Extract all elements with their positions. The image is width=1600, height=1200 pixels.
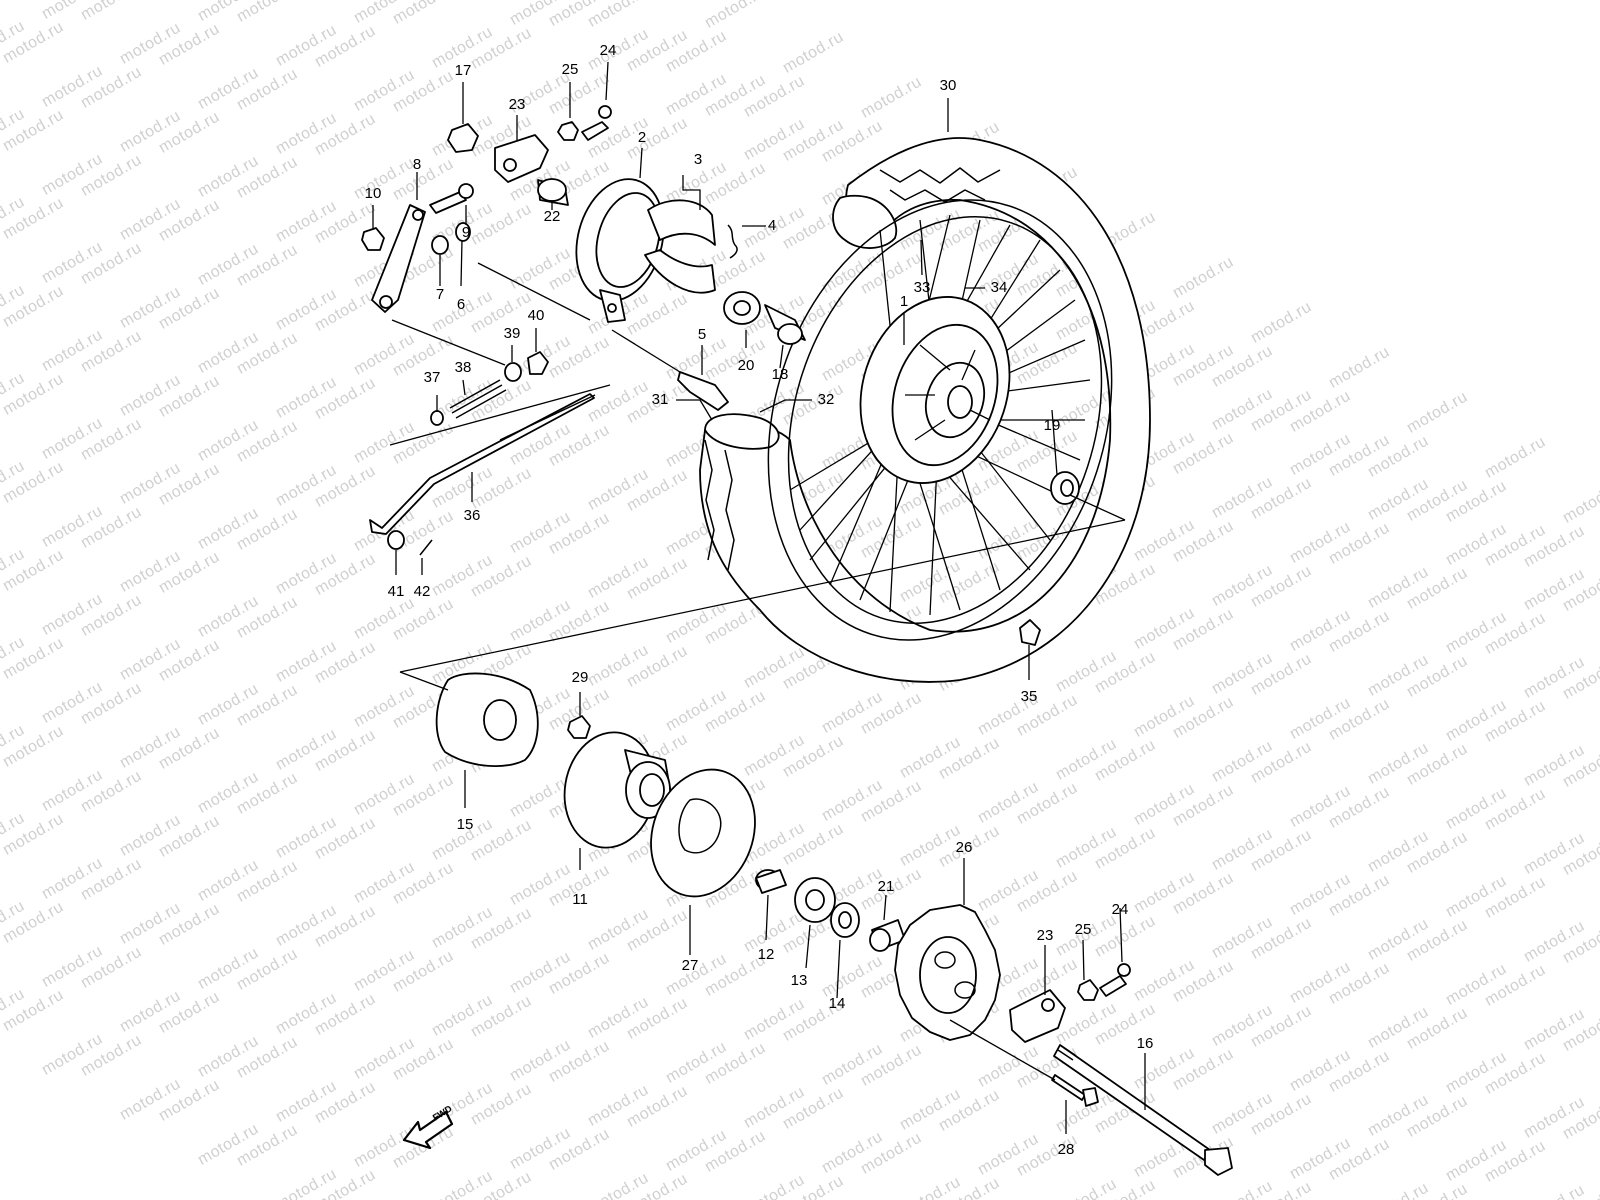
callout-39: 39 <box>503 325 521 342</box>
callout-30: 30 <box>939 77 957 94</box>
callout-18: 18 <box>771 366 789 383</box>
callout-37: 37 <box>423 369 441 386</box>
callout-31: 31 <box>651 391 669 408</box>
callout-5: 5 <box>697 326 707 343</box>
callout-2: 2 <box>637 129 647 146</box>
callout-33: 33 <box>913 279 931 296</box>
callout-14: 14 <box>828 995 846 1012</box>
callout-8: 8 <box>412 156 422 173</box>
callout-35: 35 <box>1020 688 1038 705</box>
callout-29: 29 <box>571 669 589 686</box>
callout-19: 19 <box>1043 417 1061 434</box>
callout-28: 28 <box>1057 1141 1075 1158</box>
callout-20: 20 <box>737 357 755 374</box>
callout-12: 12 <box>757 946 775 963</box>
callout-11: 11 <box>572 891 588 908</box>
callout-27: 27 <box>681 957 699 974</box>
callout-23-top: 23 <box>508 96 526 113</box>
callout-6: 6 <box>456 296 466 313</box>
callout-21: 21 <box>877 878 895 895</box>
callout-16: 16 <box>1136 1035 1154 1052</box>
brake-linkage <box>361 105 612 556</box>
callout-38: 38 <box>454 359 472 376</box>
rear-wheel-assembly <box>699 137 1151 683</box>
sprocket-assembly <box>435 672 1233 1176</box>
callout-36: 36 <box>463 507 481 524</box>
leader-lines <box>372 61 1146 1134</box>
callout-42: 42 <box>413 583 431 600</box>
fwd-arrow <box>402 1110 454 1150</box>
callout-25-top: 25 <box>561 61 579 78</box>
callout-15: 15 <box>456 816 474 833</box>
callout-1: 1 <box>899 293 909 310</box>
callout-40: 40 <box>527 307 545 324</box>
brake-panel-assembly <box>537 178 806 411</box>
callout-13: 13 <box>790 972 808 989</box>
callout-7: 7 <box>435 286 445 303</box>
callout-4: 4 <box>767 217 777 234</box>
callout-25-bottom: 25 <box>1074 921 1092 938</box>
callout-34: 34 <box>990 279 1008 296</box>
callout-17: 17 <box>454 62 472 79</box>
callout-9: 9 <box>461 224 471 241</box>
callout-22: 22 <box>543 208 561 225</box>
callout-24-bottom: 24 <box>1111 901 1129 918</box>
callout-10: 10 <box>364 185 382 202</box>
callout-23-bottom: 23 <box>1036 927 1054 944</box>
callout-41: 41 <box>387 583 405 600</box>
callout-32: 32 <box>817 391 835 408</box>
callout-24-top: 24 <box>599 42 617 59</box>
callout-3: 3 <box>693 151 703 168</box>
callout-26: 26 <box>955 839 973 856</box>
